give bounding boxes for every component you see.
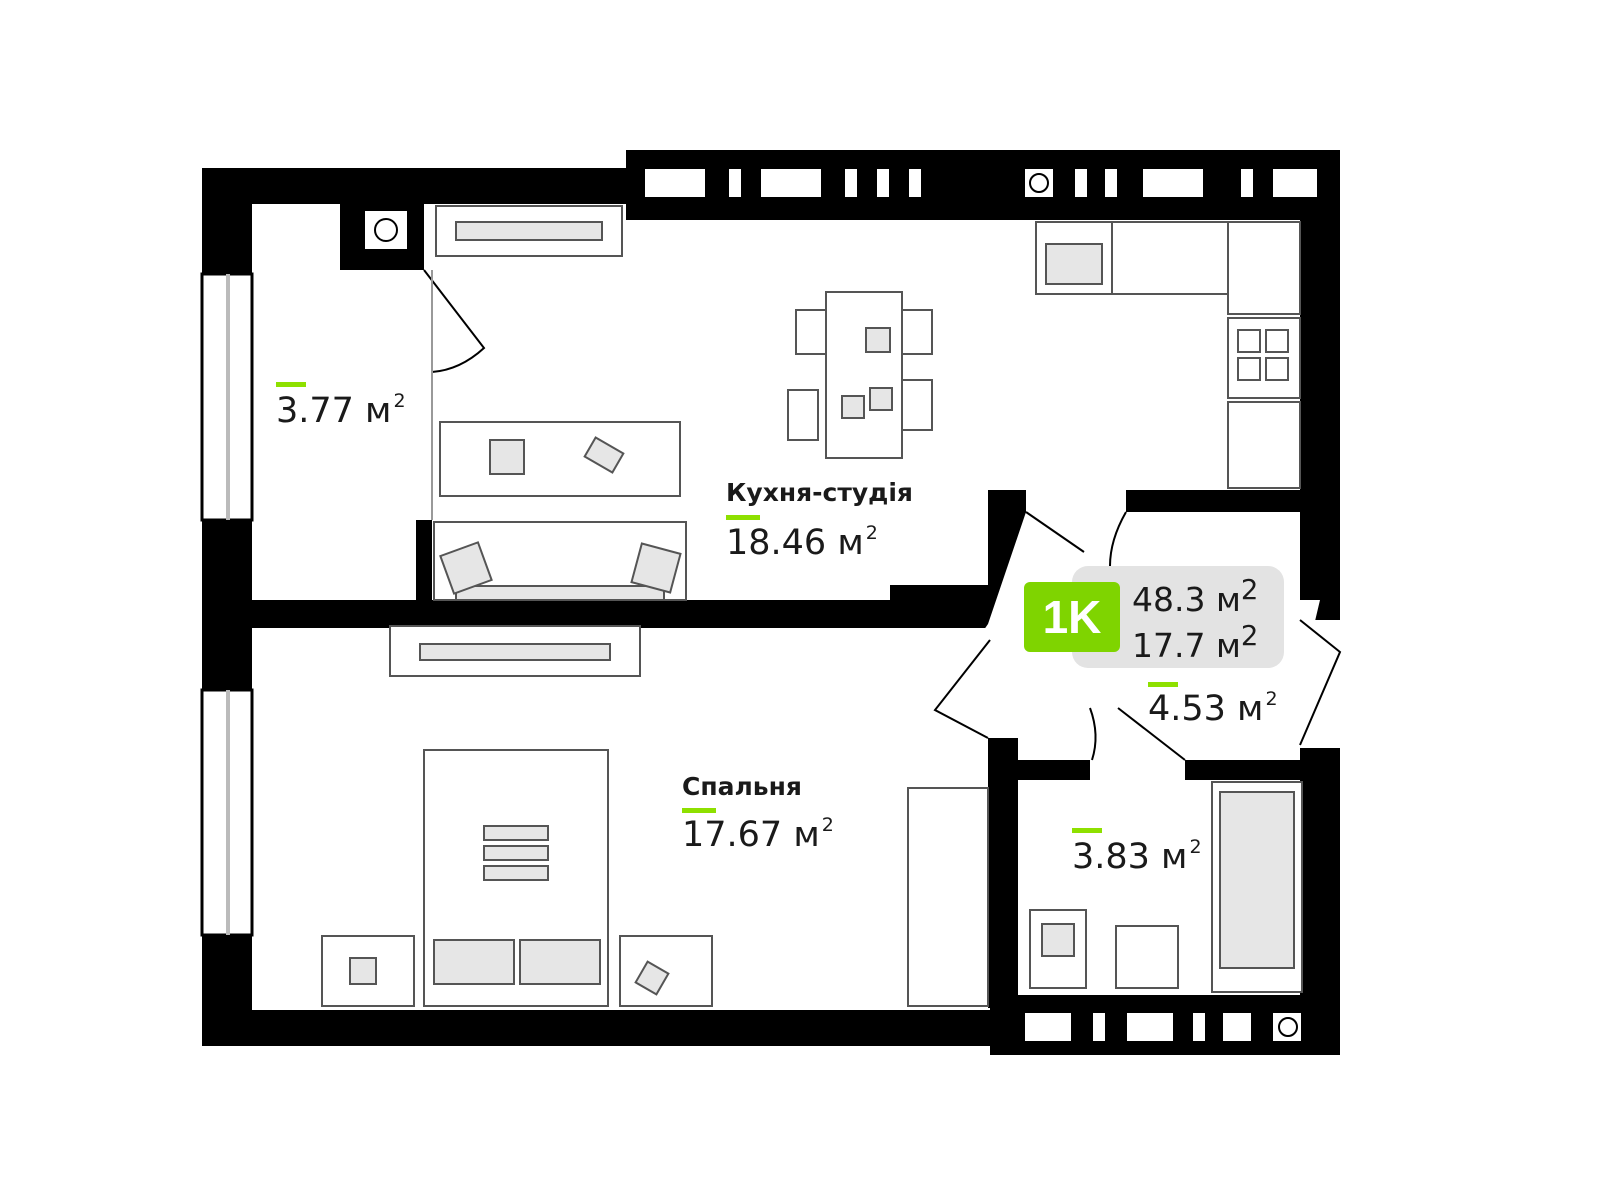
total-area-unit-power: 2 — [1240, 574, 1259, 606]
bedroom-area-marker — [682, 808, 716, 813]
bedroom-name: Спальня — [682, 772, 802, 801]
kitchen-furniture — [433, 205, 1301, 601]
bedroom-furniture — [321, 625, 989, 1007]
bathroom-furniture — [1029, 781, 1303, 993]
hallway-area-value: 4.53 м — [1148, 689, 1264, 729]
kitchen-studio-area-marker — [726, 515, 760, 520]
storage-area-unit-power: 2 — [393, 390, 406, 412]
kitchen-studio-name: Кухня-студія — [726, 478, 913, 507]
bedroom-area-unit-power: 2 — [821, 814, 834, 836]
living-area-unit-power: 2 — [1240, 620, 1259, 652]
living-area-value: 17.7 м — [1132, 626, 1241, 665]
apartment-type-badge: 1K — [1024, 582, 1120, 652]
hallway-area-marker — [1148, 682, 1178, 687]
hallway-area-unit-power: 2 — [1265, 688, 1278, 710]
walls — [200, 150, 1340, 1055]
total-area-value: 48.3 м — [1132, 580, 1241, 619]
bathroom-area-unit-power: 2 — [1189, 836, 1202, 858]
bathroom-area-value: 3.83 м — [1072, 837, 1188, 877]
bedroom-area-value: 17.67 м — [682, 815, 820, 855]
bathroom-area-marker — [1072, 828, 1102, 833]
storage-area-marker — [276, 382, 306, 387]
kitchen-studio-area-value: 18.46 м — [726, 523, 864, 563]
kitchen-studio-area-unit-power: 2 — [865, 522, 878, 544]
total-area: 48.3 м2 — [1132, 574, 1258, 619]
ducts — [363, 173, 1298, 1037]
living-area: 17.7 м2 — [1132, 620, 1258, 665]
doors — [423, 269, 1342, 761]
storage-area-value: 3.77 м — [276, 391, 392, 431]
